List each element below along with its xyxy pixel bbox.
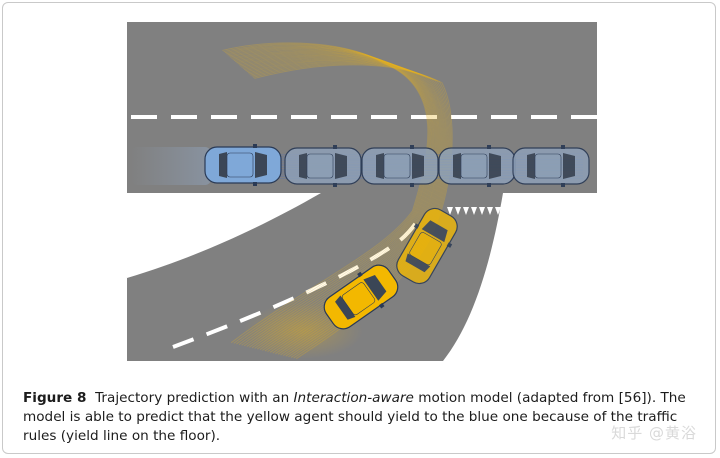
figure-label: Figure 8 — [23, 390, 87, 406]
car-mirror-left — [413, 223, 420, 229]
yellow-trajectory-path — [223, 43, 430, 344]
car-rear-window — [453, 153, 461, 179]
yield-triangle — [495, 207, 501, 215]
yellow-trajectory-path — [227, 46, 432, 346]
car-roof — [383, 153, 411, 179]
car-windshield — [335, 153, 347, 179]
car-windshield — [489, 153, 501, 179]
blue-car-sequence — [204, 144, 590, 187]
yellow-trajectory-path — [224, 44, 431, 345]
merge-dashed-line — [172, 213, 423, 349]
blue-car-motion-trail — [131, 147, 211, 185]
figure-caption: Figure 8 Trajectory prediction with an I… — [23, 389, 707, 446]
car-roof — [341, 282, 376, 316]
car-mirror-left — [561, 145, 565, 149]
blue-car-predicted — [512, 145, 590, 187]
car-roof — [460, 153, 488, 179]
car-windshield — [421, 220, 448, 243]
car-mirror-right — [378, 302, 385, 309]
yellow-trajectory-path — [231, 48, 435, 348]
yellow-car-current — [323, 264, 399, 330]
car-roof — [409, 232, 442, 266]
car-rear-window — [527, 153, 535, 179]
yellow-trajectory-path — [229, 47, 434, 347]
blue-car-predicted — [284, 145, 362, 187]
caption-text-part1: Trajectory prediction with an — [95, 390, 294, 406]
car-mirror-right — [446, 242, 453, 248]
car-rear-window — [219, 152, 227, 178]
car-mirror-right — [561, 183, 565, 187]
yellow-car-predicted — [396, 207, 458, 285]
lane-markings — [131, 115, 597, 349]
watermark: 知乎 @黄浴 — [609, 422, 699, 443]
car-mirror-right — [410, 183, 414, 187]
car-rear-window — [405, 253, 431, 273]
road-edge-mask-right — [443, 193, 597, 361]
car-mirror-left — [357, 271, 363, 278]
yellow-trajectory-path — [232, 49, 436, 349]
yield-triangle — [471, 207, 477, 215]
yellow-trajectory-path — [222, 42, 429, 344]
car-windshield — [255, 152, 267, 178]
yield-line — [447, 207, 501, 215]
road-edge-mask — [127, 193, 321, 278]
car-mirror-right — [253, 182, 257, 186]
blue-car-predicted — [438, 145, 516, 187]
car-mirror-right — [487, 183, 491, 187]
caption-text-part2: motion model (adapted from [56]). The mo… — [23, 390, 686, 444]
figure-frame: Figure 8 Trajectory prediction with an I… — [2, 2, 716, 454]
car-mirror-left — [410, 145, 414, 149]
yellow-car-sequence — [323, 207, 458, 330]
car-rear-window — [335, 295, 356, 320]
car-rear-window — [299, 153, 307, 179]
blue-car-predicted — [361, 145, 439, 187]
yield-triangle — [455, 207, 461, 215]
yield-triangle — [447, 207, 453, 215]
blue-car-current — [204, 144, 282, 186]
car-windshield — [412, 153, 424, 179]
caption-emphasis: Interaction-aware — [293, 390, 414, 406]
yield-triangle — [487, 207, 493, 215]
car-windshield — [563, 153, 575, 179]
yellow-trajectory-path — [226, 45, 432, 346]
car-mirror-left — [253, 144, 257, 148]
car-roof — [226, 152, 254, 178]
yellow-trajectory-path — [228, 46, 433, 347]
yield-triangle — [479, 207, 485, 215]
car-mirror-left — [333, 145, 337, 149]
yield-triangle — [463, 207, 469, 215]
car-roof — [534, 153, 562, 179]
car-roof — [306, 153, 334, 179]
car-mirror-right — [333, 183, 337, 187]
car-mirror-left — [487, 145, 491, 149]
car-windshield — [363, 275, 387, 301]
trajectory-illustration — [126, 22, 597, 361]
car-rear-window — [376, 153, 384, 179]
